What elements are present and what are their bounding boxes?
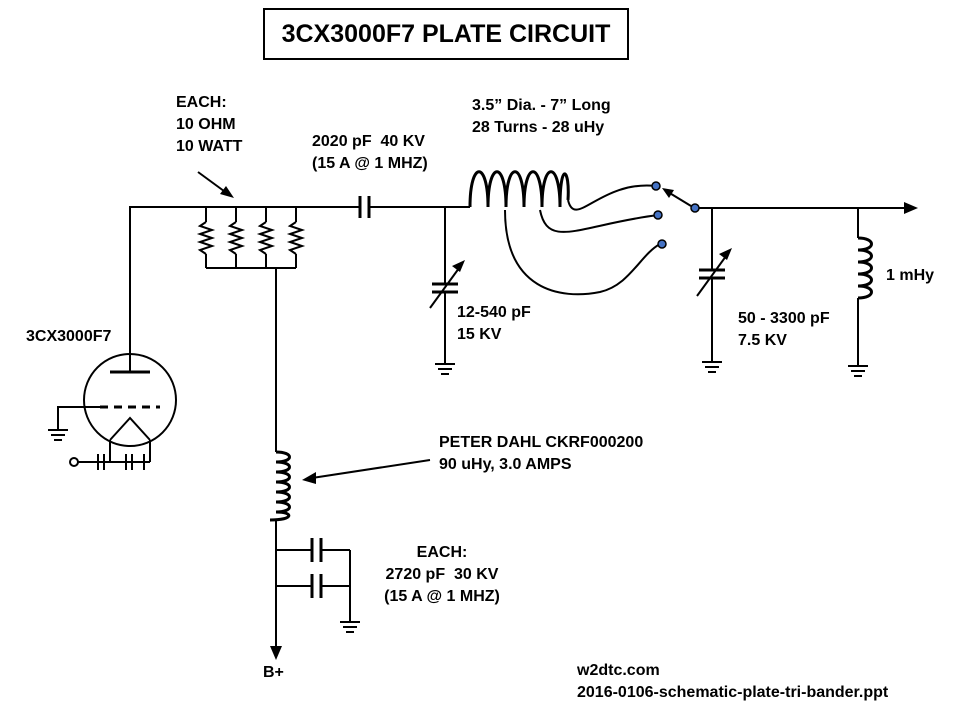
- coupling-cap-label: 2020 pF 40 KV (15 A @ 1 MHZ): [312, 131, 428, 175]
- load-cap-label-line: 7.5 KV: [738, 332, 787, 349]
- tank-coil-label-line: 28 Turns - 28 uHy: [472, 119, 605, 136]
- filament-leads: [69, 440, 151, 470]
- ground-symbol: [435, 363, 455, 375]
- bypass-capacitors: [276, 538, 351, 622]
- coupling-cap-label-line: 2020 pF 40 KV: [312, 133, 425, 150]
- ground-symbol: [340, 621, 360, 633]
- load-cap-label: 50 - 3300 pF 7.5 KV: [738, 308, 830, 352]
- output-choke-label: 1 mHy: [886, 267, 935, 284]
- band-switch: [651, 181, 700, 249]
- resistor-bank: [196, 221, 306, 255]
- footer-site: w2dtc.com: [577, 662, 660, 679]
- tube-label: 3CX3000F7: [26, 328, 112, 345]
- tank-coil: [468, 170, 661, 296]
- rf-choke-label-line: PETER DAHL CKRF000200: [439, 434, 644, 451]
- rf-choke-pointer-arrow: [302, 459, 431, 484]
- title-box: 3CX3000F7 PLATE CIRCUIT: [263, 8, 629, 60]
- resistor-label: EACH: 10 OHM 10 WATT: [176, 92, 242, 158]
- output-choke: [857, 208, 873, 366]
- output-wiring: [699, 202, 918, 214]
- tune-cap-label-line: 12-540 pF: [457, 304, 531, 321]
- coupling-cap-label-line: (15 A @ 1 MHZ): [312, 155, 428, 172]
- tune-cap-label: 12-540 pF 15 KV: [457, 302, 531, 346]
- load-cap-label-line: 50 - 3300 pF: [738, 310, 830, 327]
- bypass-cap-label-line: (15 A @ 1 MHZ): [384, 588, 500, 605]
- ground-symbol: [702, 361, 722, 373]
- resistor-label-line: 10 WATT: [176, 138, 243, 155]
- footer-filename: 2016-0106-schematic-plate-tri-bander.ppt: [577, 684, 889, 701]
- tune-capacitor: [429, 207, 465, 364]
- rf-choke-label: PETER DAHL CKRF000200 90 uHy, 3.0 AMPS: [439, 432, 643, 476]
- ground-symbol: [48, 429, 68, 441]
- footer: w2dtc.com 2016-0106-schematic-plate-tri-…: [577, 660, 888, 704]
- tune-cap-label-line: 15 KV: [457, 326, 502, 343]
- vacuum-tube-symbol: [57, 353, 177, 447]
- bypass-cap-label: EACH: 2720 pF 30 KV (15 A @ 1 MHZ): [378, 542, 506, 608]
- resistor-label-line: 10 OHM: [176, 116, 236, 133]
- tank-coil-label: 3.5” Dia. - 7” Long 28 Turns - 28 uHy: [472, 95, 611, 139]
- resistor-label-line: EACH:: [176, 94, 227, 111]
- load-capacitor: [696, 208, 732, 362]
- rf-choke: [269, 450, 291, 660]
- ground-symbol: [848, 365, 868, 377]
- diagram-title: 3CX3000F7 PLATE CIRCUIT: [281, 19, 611, 48]
- plate-wiring: [129, 206, 470, 452]
- bypass-cap-label-line: 2720 pF 30 KV: [385, 566, 499, 583]
- tank-coil-label-line: 3.5” Dia. - 7” Long: [472, 97, 611, 114]
- coupling-capacitor: [358, 196, 371, 218]
- resistor-pointer-arrow: [197, 171, 234, 198]
- bypass-cap-label-line: EACH:: [416, 544, 468, 561]
- supply-label: B+: [263, 664, 284, 681]
- rf-choke-label-line: 90 uHy, 3.0 AMPS: [439, 456, 572, 473]
